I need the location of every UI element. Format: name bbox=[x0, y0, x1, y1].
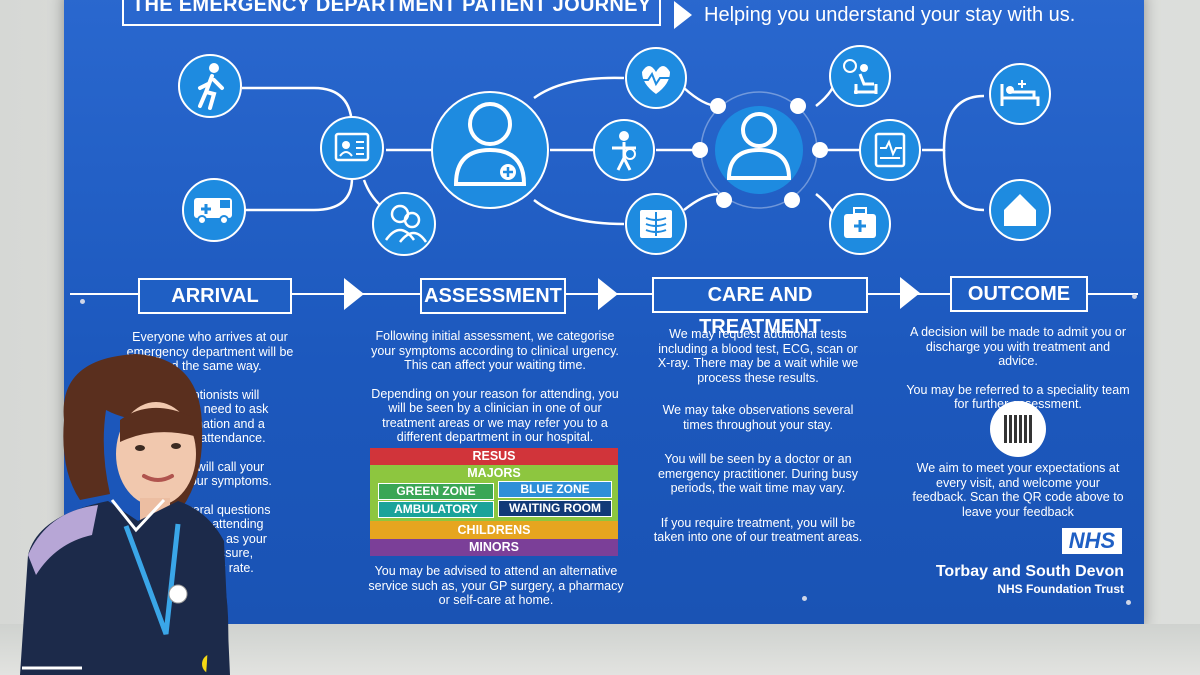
care-paragraph: We may take observations several times t… bbox=[662, 403, 854, 432]
arrival-line: ced the same way. bbox=[158, 359, 262, 373]
body-scan-icon bbox=[593, 119, 655, 181]
treatment-zones: RESUS MAJORS GREEN ZONE BLUE ZONE AMBULA… bbox=[370, 448, 618, 556]
arrow-right-icon bbox=[344, 278, 364, 310]
arrival-line: emergency department will be bbox=[126, 344, 294, 359]
ecg-chart-icon bbox=[859, 119, 921, 181]
assessment-text: Following initial assessment, we categor… bbox=[364, 329, 626, 459]
care-paragraph: If you require treatment, you will be ta… bbox=[653, 515, 863, 545]
zone-majors-label: MAJORS bbox=[467, 466, 521, 480]
journey-diagram bbox=[178, 45, 1051, 256]
board-screw bbox=[1132, 294, 1137, 299]
doctor-icon bbox=[715, 106, 803, 194]
home-icon bbox=[989, 179, 1051, 241]
zone-blue: BLUE ZONE bbox=[498, 481, 612, 498]
waiting-chair-icon bbox=[829, 45, 891, 107]
title-arrow-icon bbox=[674, 1, 692, 29]
xray-chest-icon bbox=[625, 193, 687, 255]
care-text: We may request additional tests includin… bbox=[652, 327, 864, 559]
feedback-qr-code bbox=[990, 401, 1046, 457]
stage-outcome: OUTCOME bbox=[950, 276, 1088, 312]
zone-resus: RESUS bbox=[370, 448, 618, 465]
zone-ambulatory: AMBULATORY bbox=[378, 501, 494, 518]
outcome-feedback-text: We aim to meet your expectations at ever… bbox=[912, 461, 1124, 519]
board-screw bbox=[80, 299, 85, 304]
hospital-bed-icon bbox=[989, 63, 1051, 125]
board-subtitle: Helping you understand your stay with us… bbox=[704, 4, 1076, 26]
stage-care-and-treatment: CARE AND TREATMENT bbox=[652, 277, 868, 338]
patient-record-icon bbox=[320, 116, 384, 180]
board-title: THE EMERGENCY DEPARTMENT PATIENT JOURNEY bbox=[122, 0, 662, 26]
zone-minors: MINORS bbox=[370, 539, 618, 556]
assessment-paragraph: Following initial assessment, we categor… bbox=[371, 329, 619, 372]
walking-person-icon bbox=[178, 54, 242, 118]
zone-waiting-room: WAITING ROOM bbox=[498, 500, 612, 517]
ambulance-icon bbox=[182, 178, 246, 242]
heartbeat-icon bbox=[625, 47, 687, 109]
receptionist-icon bbox=[372, 192, 436, 256]
nhs-logo: NHS bbox=[1062, 528, 1122, 554]
first-aid-kit-icon bbox=[829, 193, 891, 255]
care-paragraph: You will be seen by a doctor or an emerg… bbox=[657, 452, 859, 495]
zone-childrens: CHILDRENS bbox=[370, 521, 618, 539]
nurse-figure bbox=[20, 354, 230, 675]
trust-subtitle: NHS Foundation Trust bbox=[997, 582, 1124, 596]
arrival-line: Everyone who arrives at our bbox=[132, 330, 288, 344]
clinician-icon bbox=[431, 91, 549, 209]
zone-green: GREEN ZONE bbox=[378, 483, 494, 500]
outcome-paragraph: A decision will be made to admit you or … bbox=[909, 325, 1127, 368]
arrow-right-icon bbox=[900, 277, 920, 309]
stage-arrival: ARRIVAL bbox=[138, 278, 292, 314]
patient-journey-board: THE EMERGENCY DEPARTMENT PATIENT JOURNEY… bbox=[64, 0, 1144, 624]
board-screw bbox=[1126, 600, 1131, 605]
care-paragraph: We may request additional tests includin… bbox=[657, 327, 859, 385]
assessment-paragraph: Depending on your reason for attending, … bbox=[371, 386, 619, 445]
arrow-right-icon bbox=[598, 278, 618, 310]
stage-assessment: ASSESSMENT bbox=[420, 278, 566, 314]
trust-name: Torbay and South Devon bbox=[935, 563, 1124, 580]
board-screw bbox=[802, 596, 807, 601]
assessment-alternative-text: You may be advised to attend an alternat… bbox=[368, 564, 624, 607]
